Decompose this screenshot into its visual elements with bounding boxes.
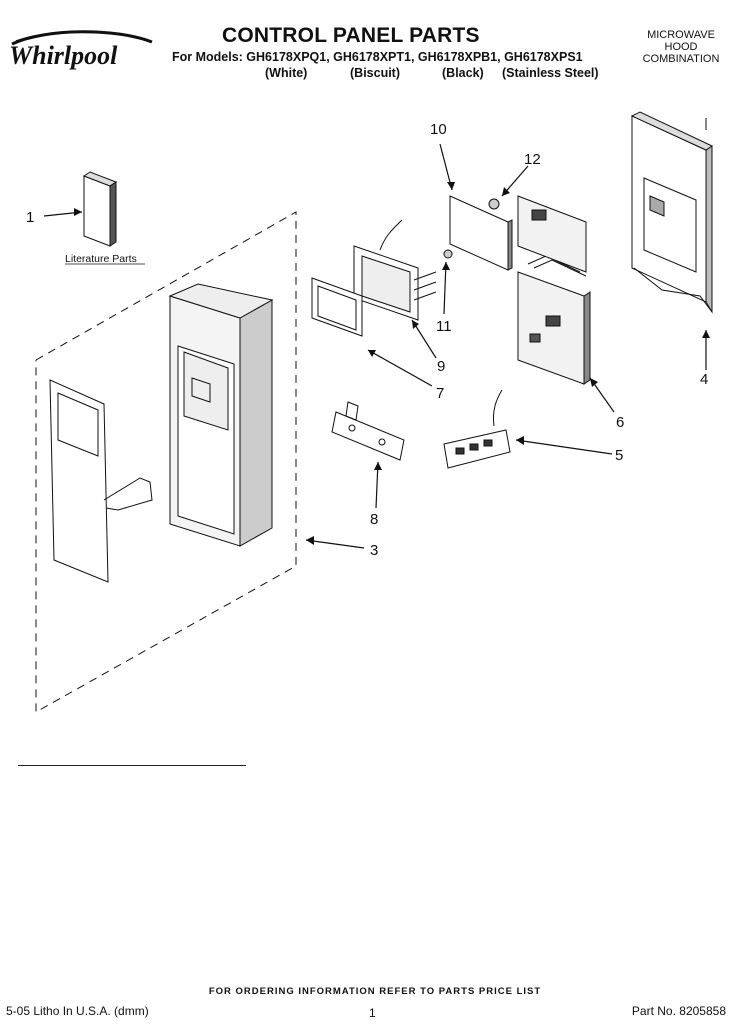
part-upper-board — [517, 195, 587, 273]
part-side-panel — [630, 111, 714, 314]
literature-parts-label: Literature Parts — [65, 253, 137, 265]
callout-8: 8 — [370, 511, 378, 528]
color-white: (White) — [265, 66, 308, 80]
color-black: (Black) — [442, 66, 484, 80]
color-biscuit: (Biscuit) — [350, 66, 400, 80]
callout-5: 5 — [615, 447, 623, 464]
part-literature — [82, 171, 118, 247]
callout-4: 4 — [700, 371, 708, 388]
product-type-line-2: HOOD — [664, 41, 698, 53]
ordering-note: FOR ORDERING INFORMATION REFER TO PARTS … — [208, 986, 542, 997]
callout-6: 6 — [616, 414, 624, 431]
product-type-line-1: MICROWAVE — [647, 29, 715, 41]
brand-wordmark: Whirlpool — [9, 41, 118, 70]
callout-1: 1 — [26, 209, 34, 226]
callout-9: 9 — [437, 358, 445, 375]
callout-12: 12 — [524, 151, 541, 168]
callout-7: 7 — [436, 385, 444, 402]
color-stainless: (Stainless Steel) — [502, 66, 599, 80]
product-type-line-3: COMBINATION — [642, 53, 720, 65]
part-mounting-plate — [443, 195, 513, 271]
part-number: Part No. 8205858 — [631, 1004, 726, 1018]
part-display — [353, 219, 437, 321]
page-title: CONTROL PANEL PARTS — [222, 24, 480, 47]
litho-note: 5-05 Litho In U.S.A. (dmm) — [6, 1004, 149, 1018]
models-line: For Models: GH6178XPQ1, GH6178XPT1, GH61… — [172, 50, 583, 64]
separator-line — [18, 765, 246, 766]
part-bracket — [331, 401, 405, 461]
part-keypad-board — [443, 389, 511, 469]
page-number: 1 — [369, 1006, 376, 1020]
part-control-housing — [168, 283, 274, 547]
part-control-board — [517, 255, 591, 385]
callout-11: 11 — [436, 318, 452, 335]
callout-3: 3 — [370, 542, 378, 559]
part-keypad-membrane — [49, 379, 153, 583]
part-window-gasket — [311, 277, 363, 337]
callout-10: 10 — [430, 121, 447, 138]
whirlpool-logo: Whirlpool — [9, 30, 153, 70]
